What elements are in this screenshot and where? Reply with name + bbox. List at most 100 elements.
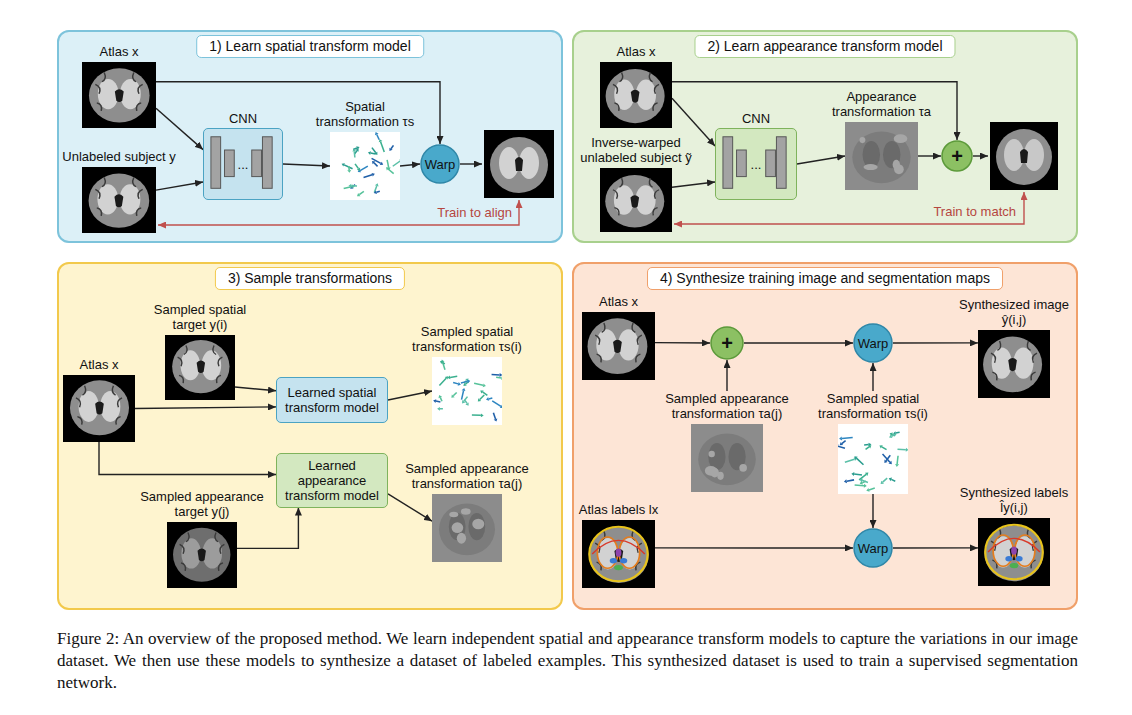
flow-arrow-head xyxy=(372,173,375,177)
brain-sulcus xyxy=(184,345,187,354)
brain-cortex xyxy=(605,175,664,227)
drawing-rect xyxy=(572,262,1078,610)
flow-arrow-shaft xyxy=(391,145,393,148)
flow-arrow-head xyxy=(386,167,389,170)
image-background xyxy=(82,167,156,233)
label-contour xyxy=(619,537,639,568)
label-region xyxy=(1015,556,1022,561)
flow-arrow-shaft xyxy=(443,362,445,370)
appearance-blob xyxy=(717,472,724,480)
appearance-blob xyxy=(698,434,756,486)
image-node: Atlas x xyxy=(600,62,672,128)
flow-image xyxy=(838,424,908,494)
flow-arrow-head xyxy=(480,390,483,393)
label-contour xyxy=(993,535,1013,566)
flow-arrow-head xyxy=(868,445,871,448)
brain-image xyxy=(165,335,235,400)
flow-arrow-head xyxy=(483,383,486,387)
cnn-block: ...CNN xyxy=(203,128,283,200)
brain-sulcus xyxy=(118,398,122,407)
operator-text: Warp xyxy=(858,542,889,555)
drawing-path xyxy=(1020,149,1028,163)
flow-arrow-shaft xyxy=(883,478,888,482)
operator-circle: + xyxy=(710,326,744,360)
arrow-connector xyxy=(918,155,941,156)
arrow-connector xyxy=(893,342,978,344)
arrow-connector xyxy=(872,494,873,528)
image-label: Sampled appearance transformation τa(j) xyxy=(662,391,792,421)
flow-arrow-shaft xyxy=(842,441,846,444)
image-node: Atlas labels lx xyxy=(582,520,655,588)
brain-sulcus xyxy=(112,386,115,395)
flow-arrow-shaft xyxy=(374,163,378,167)
figure-caption: Figure 2: An overview of the proposed me… xyxy=(57,628,1078,694)
flow-arrow-shaft xyxy=(453,392,456,395)
image-node: Inverse-warped unlabeled subject ỹ xyxy=(600,168,672,232)
flow-arrow-shaft xyxy=(838,446,845,448)
operator-text: + xyxy=(721,333,733,353)
image-background xyxy=(82,62,156,128)
flow-arrow-shaft xyxy=(388,169,394,174)
field-background xyxy=(330,132,400,200)
brain-sulcus xyxy=(649,178,652,187)
panel-heading: 3) Sample transformations xyxy=(215,267,405,290)
arrow-connector xyxy=(655,547,853,548)
flow-arrow-head xyxy=(840,442,843,445)
flow-arrow-head xyxy=(881,481,884,484)
image-label: Appearance transformation τa xyxy=(822,89,942,119)
flow-arrow-shaft xyxy=(483,392,488,395)
brain-sulcus xyxy=(636,354,641,362)
arrow-connector xyxy=(655,342,710,344)
appearance-background xyxy=(845,122,918,190)
brain-sulcus xyxy=(597,354,602,362)
flow-arrow-head xyxy=(889,434,892,438)
brain-sulcus xyxy=(613,84,617,93)
image-background xyxy=(600,62,672,128)
brain-sulcus xyxy=(220,544,224,553)
flow-arrow-head xyxy=(458,382,461,386)
image-node: Sampled spatial target y(i) xyxy=(165,335,235,400)
operator-text: Warp xyxy=(858,337,889,350)
image-background xyxy=(978,330,1050,398)
flow-arrow-shaft xyxy=(882,447,887,450)
drawing-rect xyxy=(57,30,563,243)
image-node: Sampled appearance transformation τa(j) xyxy=(691,424,763,492)
brain-sulcus xyxy=(77,417,82,425)
flow-arrow-head xyxy=(888,461,891,464)
flow-arrow-shaft xyxy=(450,376,457,377)
flow-arrow-head xyxy=(895,464,899,467)
flow-arrow-head xyxy=(866,488,869,492)
appearance-blob xyxy=(457,533,466,544)
brain-sulcus xyxy=(180,544,184,553)
label-region xyxy=(620,558,627,563)
flow-arrow-head xyxy=(357,193,360,196)
image-node: Unlabeled subject y xyxy=(82,167,156,233)
panel-heading: 4) Synthesize training image and segment… xyxy=(647,267,1003,290)
flow-arrow-shaft xyxy=(896,456,899,464)
flow-arrow-head xyxy=(355,149,358,152)
brain-cortex xyxy=(984,525,1043,581)
brain-sulcus xyxy=(653,208,658,216)
brain-sulcus xyxy=(991,353,995,363)
appearance-blob xyxy=(852,132,910,184)
flow-arrow-shaft xyxy=(439,378,446,385)
flow-arrow-head xyxy=(438,395,442,398)
flow-arrow-head xyxy=(399,159,400,162)
brain-sulcus xyxy=(213,345,216,354)
image-node: Atlas x xyxy=(582,312,655,380)
stage-panel: 4) Synthesize training image and segment… xyxy=(572,262,1078,610)
layer-bar xyxy=(766,150,776,177)
arrow-connector xyxy=(726,360,727,391)
appearance-blob xyxy=(472,519,484,530)
operator-circle: Warp xyxy=(420,144,460,184)
image-label: Inverse-warped unlabeled subject ỹ xyxy=(576,135,696,165)
panel-heading: 1) Learn spatial transform model xyxy=(196,35,424,58)
image-label: Synthesized image ŷ(i,j) xyxy=(955,297,1073,327)
flow-arrow-shaft xyxy=(480,395,485,400)
image-label: Sampled spatial target y(i) xyxy=(150,302,250,332)
flow-arrow-shaft xyxy=(351,185,357,187)
flow-arrow-head xyxy=(906,448,908,452)
layer-bar xyxy=(776,137,786,189)
drawing-line xyxy=(460,163,482,164)
circle-shape xyxy=(711,327,743,359)
